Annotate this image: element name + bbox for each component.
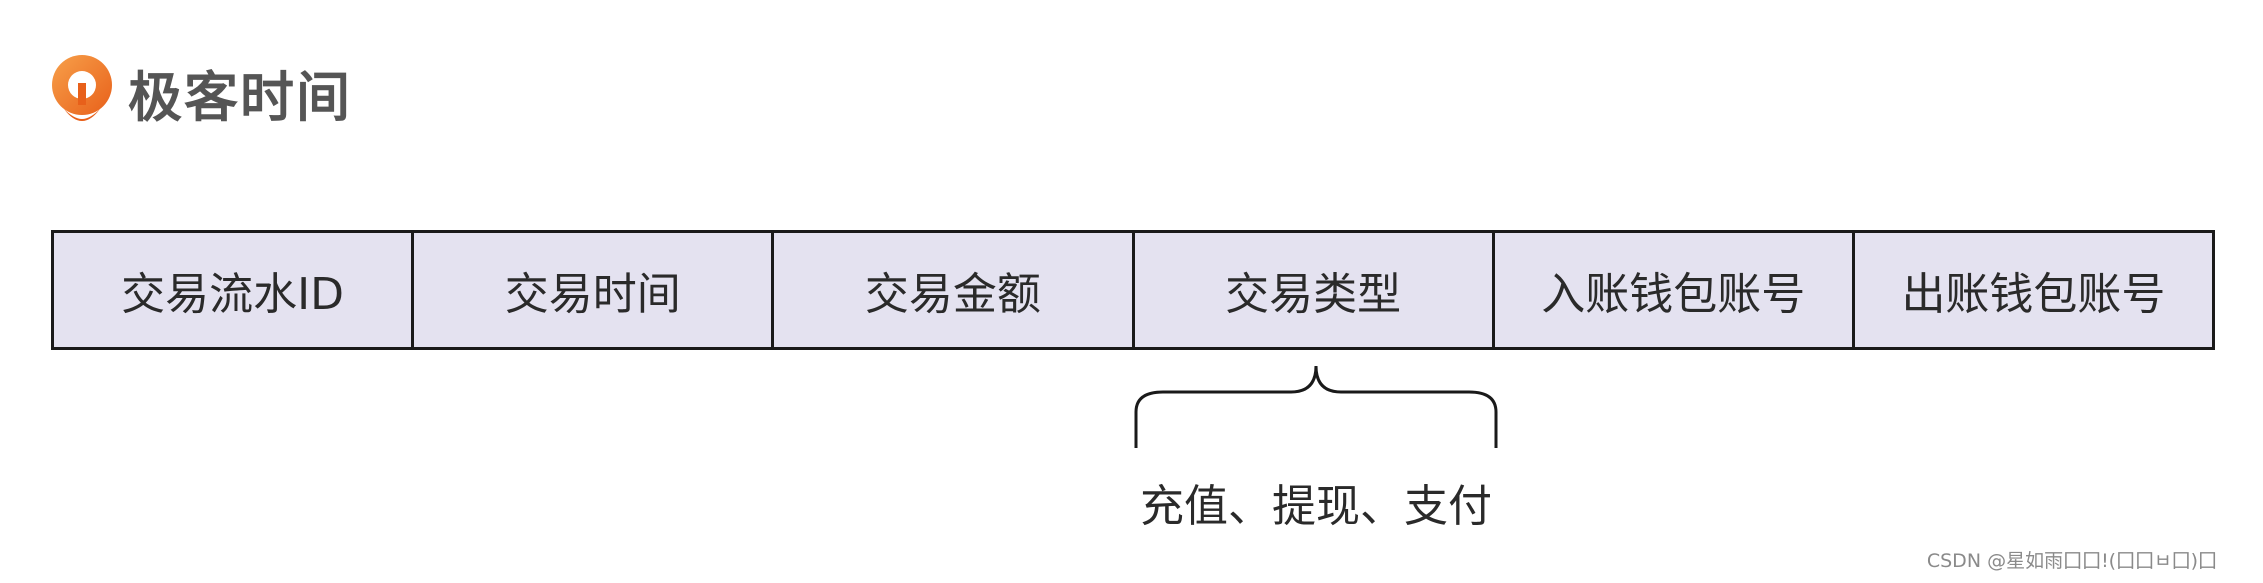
curly-brace-icon [1134, 365, 1498, 448]
brand-logo: 极客时间 [50, 52, 352, 132]
geektime-logo-icon [52, 55, 112, 121]
table-cell: 出账钱包账号 [1901, 269, 2166, 320]
watermark: CSDN @星如雨囗囗!(囗囗ㅂ囗)囗 [1926, 550, 2217, 572]
table-cell: 交易流水ID [54, 233, 415, 347]
table-cell: 交易金额 [774, 233, 1135, 347]
brand-name: 极客时间 [128, 65, 352, 129]
record-fields-table: 交易流水ID 交易时间 交易金额 交易类型 入账钱包账号 出账钱包账号 [51, 230, 2215, 350]
table-cell: 交易时间 [414, 233, 775, 347]
table-cell: 入账钱包账号 [1495, 233, 1855, 347]
table-cell-transaction-type: 交易类型 [1135, 233, 1495, 347]
transaction-type-values: 充值、提现、支付 [1140, 481, 1492, 532]
